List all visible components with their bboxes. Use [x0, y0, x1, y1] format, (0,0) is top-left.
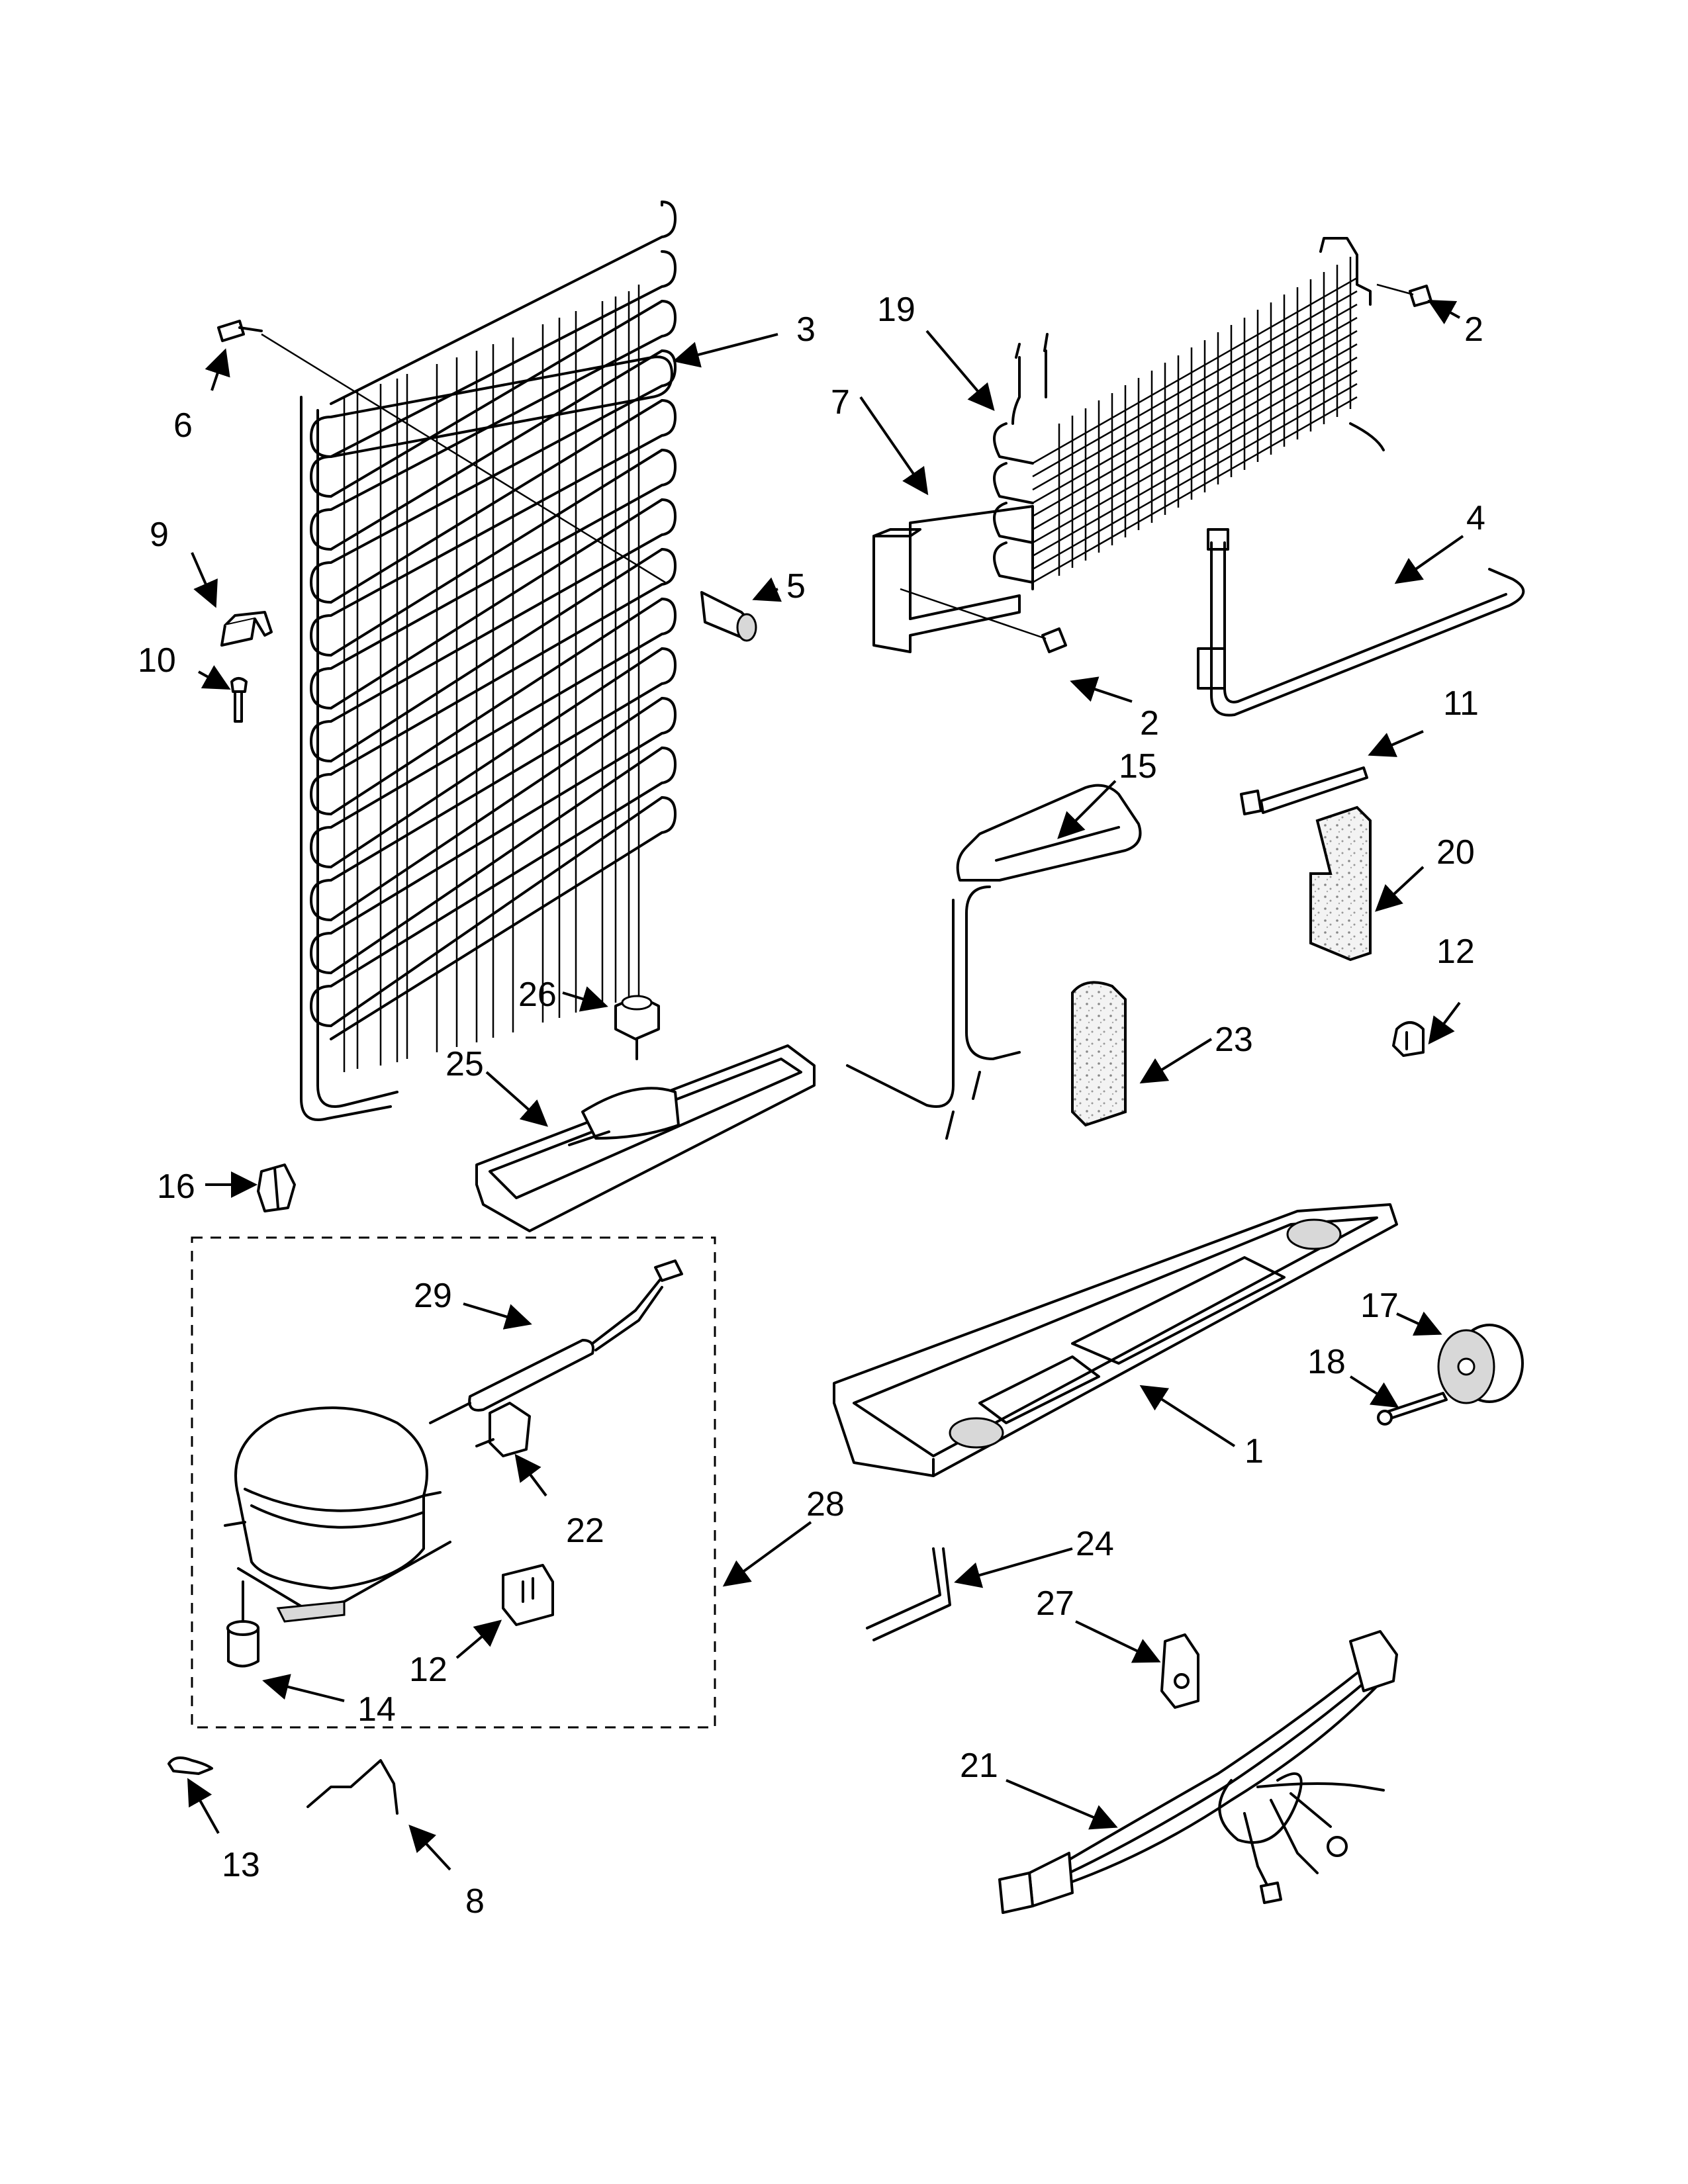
screw-6: [217, 320, 666, 584]
callout-27: 27: [1036, 1584, 1074, 1623]
evaporator: [872, 237, 1432, 653]
callout-5: 5: [786, 567, 806, 606]
defrost-heater-4: [1197, 528, 1525, 717]
callout-1: 1: [1244, 1432, 1264, 1471]
pin-18: [1377, 1392, 1448, 1426]
foam-block-23: [1071, 981, 1127, 1127]
callout-2-lower: 2: [1140, 704, 1159, 743]
tube-24: [866, 1547, 951, 1641]
drier-29: [429, 1259, 683, 1424]
callout-14: 14: [357, 1690, 396, 1729]
foam-block-19: [1309, 805, 1372, 962]
callout-numbers: 3 2 19 7 4 5 6 9 10 2 11 15 20 12 23 26 …: [138, 291, 1485, 1921]
compressor-assembly-group-28: [191, 1236, 716, 1729]
bracket-9: [220, 611, 273, 647]
callout-18: 18: [1307, 1343, 1346, 1381]
wheel-17: [1437, 1324, 1524, 1404]
callout-8: 8: [465, 1882, 485, 1921]
overload-12-lower: [502, 1564, 554, 1626]
callout-17: 17: [1360, 1287, 1399, 1325]
wire-8: [306, 1759, 399, 1815]
nut-26: [614, 995, 660, 1060]
clip-12-upper: [1392, 1021, 1425, 1057]
base-frame-1: [833, 1203, 1398, 1477]
callout-21: 21: [960, 1747, 998, 1785]
callout-28: 28: [806, 1485, 845, 1524]
callout-9: 9: [150, 516, 169, 554]
callout-4: 4: [1466, 499, 1485, 537]
callout-20: 19: [877, 291, 915, 329]
callout-23: 23: [1215, 1021, 1253, 1059]
callout-29: 29: [414, 1277, 452, 1315]
callout-24: 24: [1076, 1525, 1114, 1563]
callout-10: 10: [138, 641, 176, 680]
callout-3: 3: [796, 310, 816, 349]
tubing-15: [846, 784, 1142, 1140]
callout-15: 15: [1119, 747, 1157, 786]
clip-13: [167, 1756, 213, 1775]
callout-26: 26: [518, 976, 557, 1014]
leader-lines: [187, 300, 1464, 1871]
compressor: [224, 1406, 451, 1623]
bracket-27: [1160, 1633, 1199, 1709]
wiring-harness-21: [998, 1630, 1398, 1914]
cable-tie-11: [1240, 766, 1368, 815]
compressor-foot-14: [226, 1580, 259, 1668]
callout-6: 6: [173, 406, 193, 445]
callout-7: 7: [831, 383, 850, 422]
condenser-coil: [300, 201, 673, 1121]
condenser-serpentine: [310, 201, 677, 1040]
callout-2-upper: 2: [1464, 310, 1483, 349]
clip-16: [257, 1163, 296, 1212]
callout-25: 25: [445, 1045, 484, 1083]
screw-10: [230, 677, 248, 723]
drain-pan-25: [475, 1044, 816, 1232]
callout-12-upper: 12: [1436, 933, 1475, 971]
callout-12-lower: 12: [409, 1651, 447, 1689]
callout-11: 11: [1443, 684, 1479, 723]
callout-16: 16: [157, 1167, 195, 1206]
relay-22: [475, 1402, 531, 1457]
callout-22: 22: [566, 1512, 604, 1550]
callout-19: 20: [1436, 833, 1475, 872]
grommet-5: [700, 591, 757, 642]
callout-13: 13: [222, 1846, 260, 1884]
